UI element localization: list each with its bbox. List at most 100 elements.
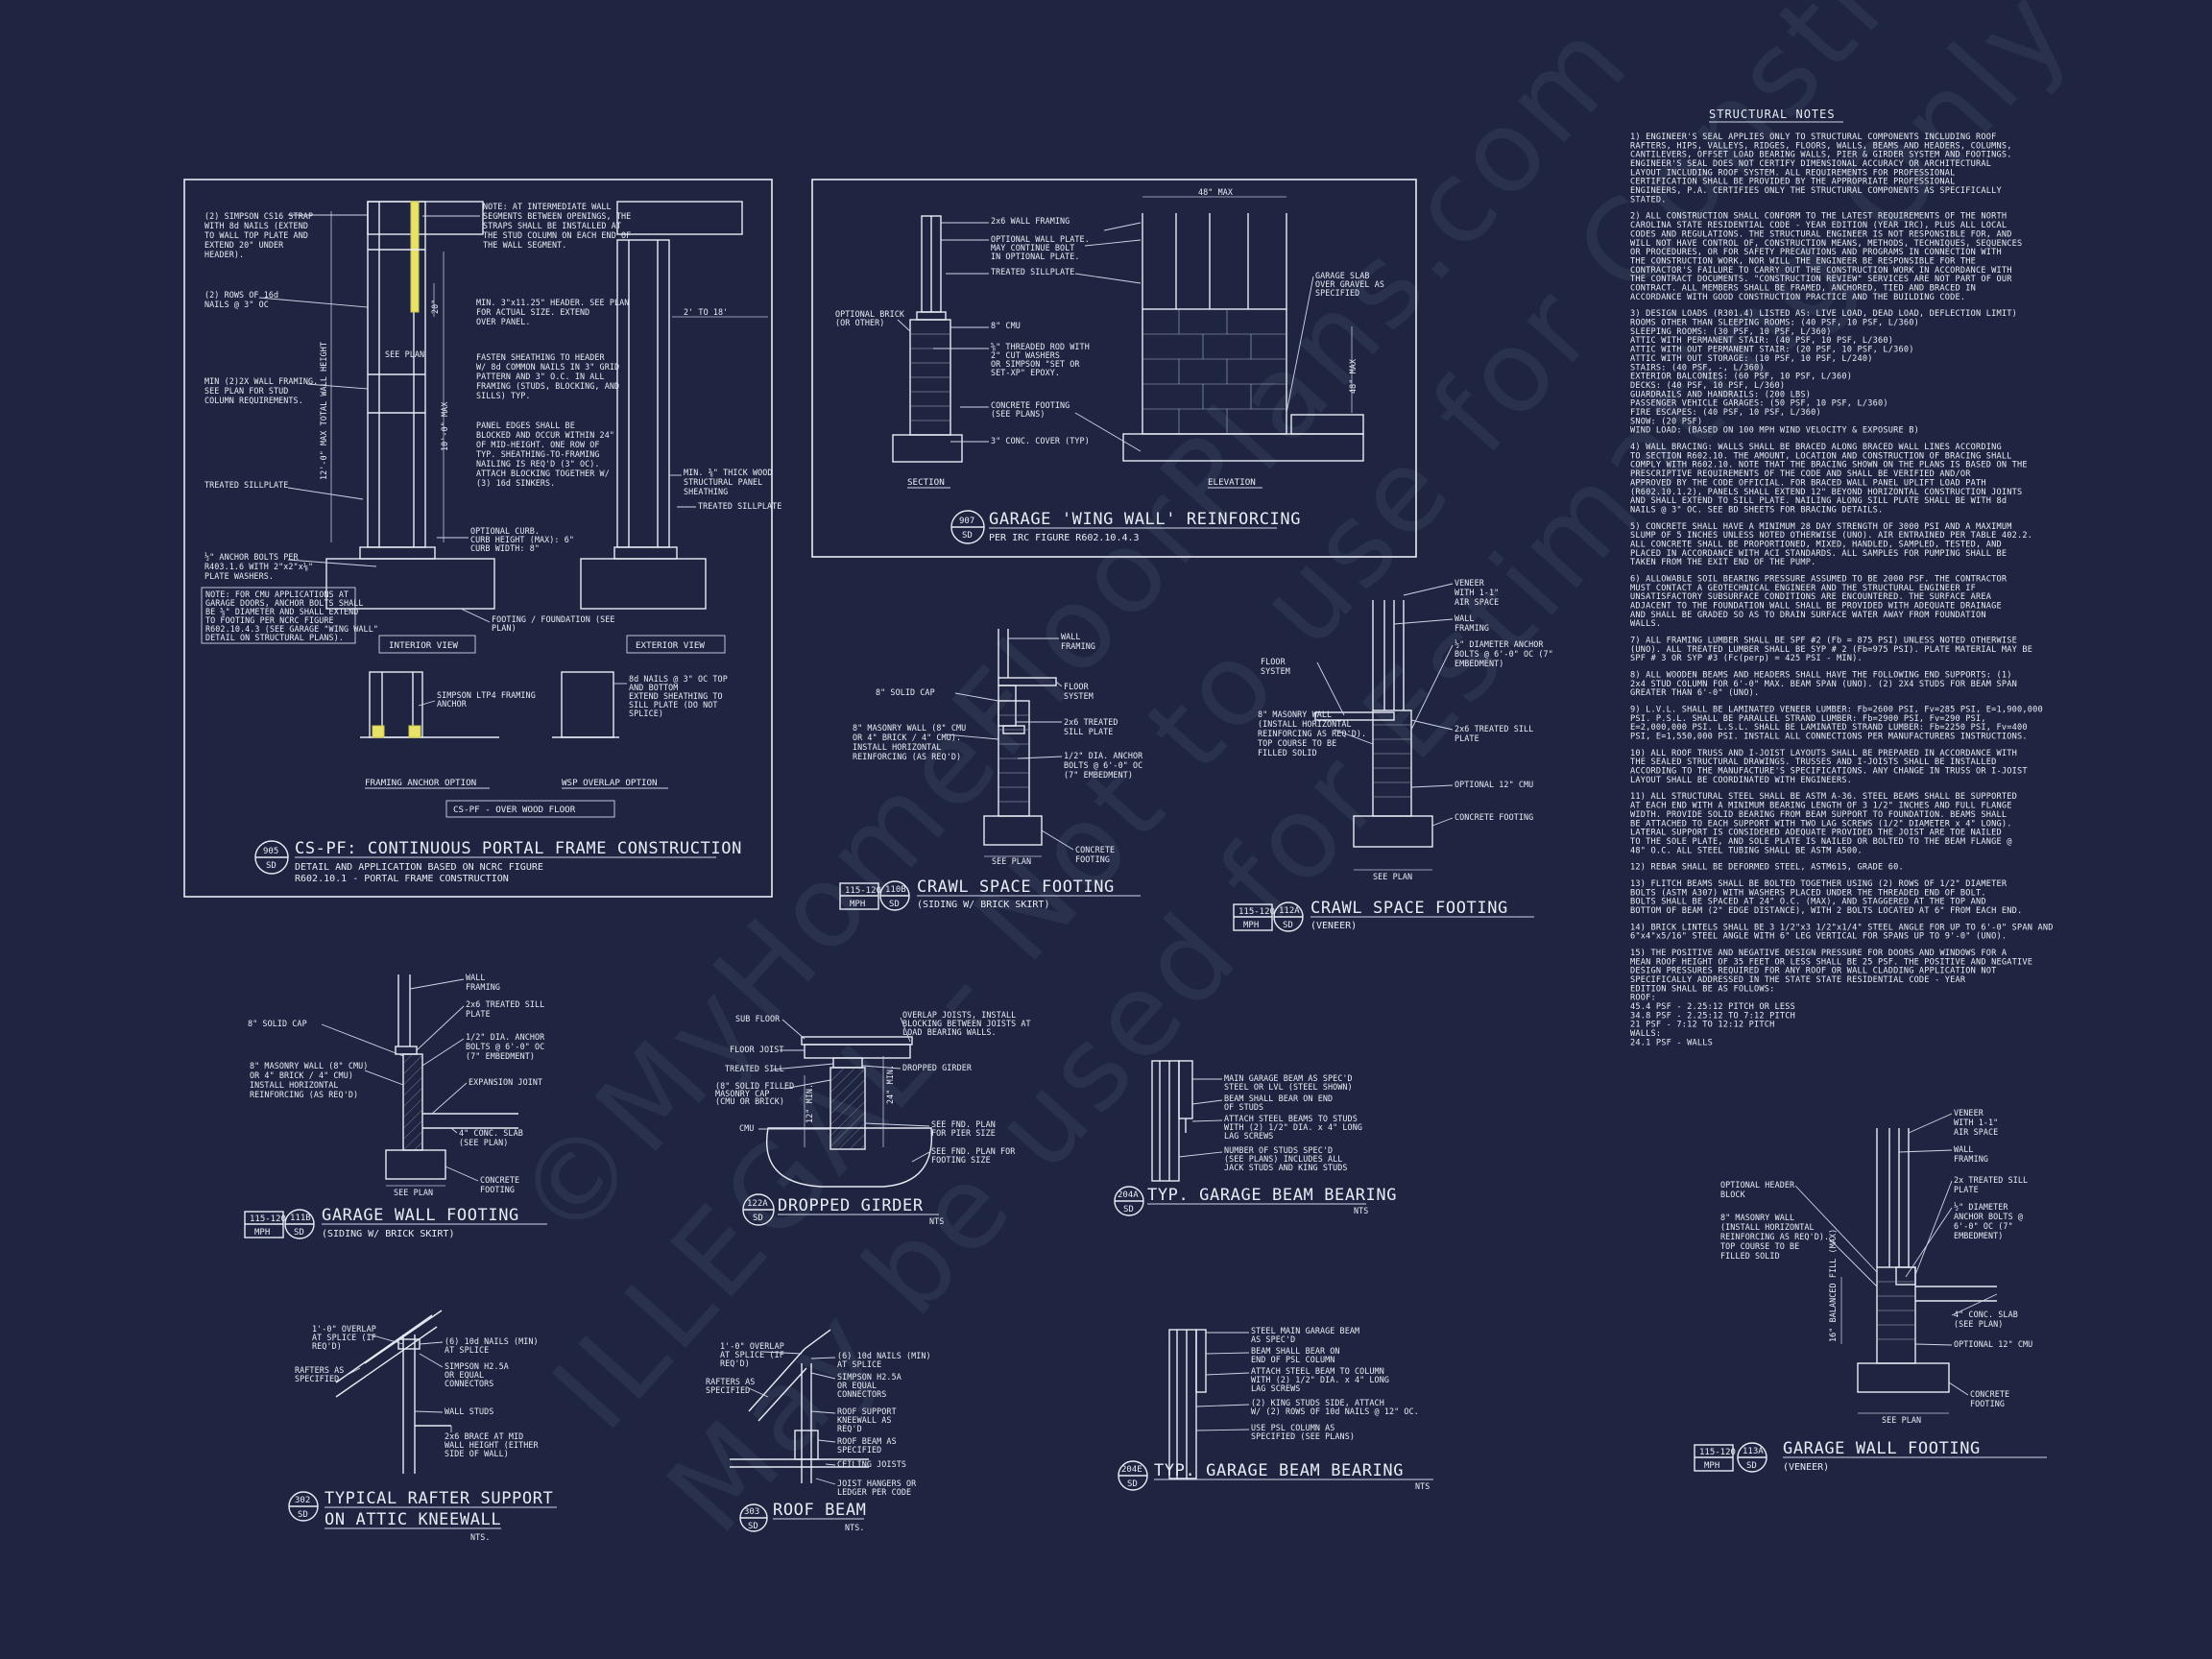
crawl-brick-tag-num: 110B (885, 885, 906, 895)
pf-note-line-4: R602.10.4.3 (SEE GARAGE "WING WALL" (205, 624, 378, 634)
note-2-line-8: THE CONTRACT DOCUMENTS. "CONSTRUCTION RE… (1630, 275, 2012, 284)
portal-frame-border (183, 179, 773, 898)
note-8-line-1: 8) ALL WOODEN BEAMS AND HEADERS SHALL HA… (1630, 671, 2012, 681)
roof-beam-tag-num: 303 (744, 1507, 759, 1517)
ba-label-6: LAG SCREWS (1224, 1131, 1273, 1141)
pf-right-label-15: SILL PLATE (DO NOT (629, 700, 718, 709)
pf-mid-label-11: FRAMING (STUDS, BLOCKING, AND (476, 381, 619, 391)
note-10-line-1: 10) ALL ROOF TRUSS AND I-JOIST LAYOUTS S… (1630, 749, 2017, 758)
gb-label-9: OR 4" BRICK / 4" CMU) (250, 1070, 353, 1080)
ba-label-7: NUMBER OF STUDS SPEC'D (1224, 1145, 1333, 1155)
note-3-line-3: SLEEPING ROOMS: (30 PSF, 10 PSF, L/360) (1630, 327, 1832, 337)
gv-label-13: 8" MASONRY WALL (1720, 1213, 1794, 1222)
crawl-veneer-subtitle: (VENEER) (1310, 921, 1357, 931)
gv-label-19: (SEE PLAN) (1954, 1319, 2003, 1329)
note-10-line-2: THE SEALED STRUCTURAL DRAWINGS. TRUSSES … (1630, 757, 1997, 767)
crawl-veneer-tag-num: 112A (1279, 906, 1300, 916)
gv-label-17: FILLED SOLID (1720, 1251, 1780, 1261)
pf-mid-label-17: NAILING IS REQ'D (3" OC). (476, 459, 600, 469)
simpson-strap (410, 201, 420, 313)
ba-label-8: (SEE PLANS) INCLUDES ALL (1224, 1154, 1342, 1164)
note-11-line-7: 48" O.C. ALL STEEL TUBING SHALL BE ASTM … (1630, 846, 1863, 855)
rs-label-11: 2x6 BRACE AT MID (445, 1431, 523, 1441)
rb-label-3: RAFTERS AS (706, 1377, 755, 1386)
crawl-brick-see-plan: SEE PLAN (992, 856, 1031, 866)
note-15-line-6: ROOF: (1630, 994, 1656, 1003)
gb-label-3: PLATE (466, 1009, 491, 1019)
crawl-veneer-mph: 115-120 (1238, 907, 1275, 917)
pf-mid-label-6: FOR ACTUAL SIZE. EXTEND (476, 307, 589, 317)
rafter-tag-sheet: SD (298, 1510, 308, 1520)
note-1-line-6: CERTIFICATION SHALL BE PROVIDED BY THE A… (1630, 178, 1956, 187)
note-7-line-1: 7) ALL FRAMING LUMBER SHALL BE SPF #2 (F… (1630, 637, 2017, 646)
pf-mid-label-9: W/ 8d COMMON NAILS IN 3" GRID (476, 362, 619, 372)
note-15-line-7: 45.4 PSF - 2.25:12 PITCH OR LESS (1630, 1002, 1795, 1012)
exterior-footing (580, 558, 707, 610)
note-9-line-1: 9) L.V.L. SHALL BE LAMINATED VENEER LUMB… (1630, 706, 2043, 715)
gv-label-20: OPTIONAL 12" CMU (1954, 1339, 2032, 1349)
ba-label-5: WITH (2) 1/2" DIA. x 4" LONG (1224, 1122, 1362, 1132)
crawl-veneer-see-plan: SEE PLAN (1373, 872, 1412, 881)
rb-label-4: SPECIFIED (706, 1385, 750, 1395)
over-wood-floor-label: CS-PF - OVER WOOD FLOOR (453, 805, 576, 815)
gb-label-16: FOOTING (480, 1185, 515, 1194)
rs-label-3: RAFTERS AS (295, 1365, 344, 1375)
rb-label-14: SPECIFIED (837, 1445, 881, 1455)
pf-note-line-5: DETAIL ON STRUCTURAL PLANS). (205, 633, 344, 642)
pf-mid-label-12: SILLS) TYP. (476, 391, 531, 400)
ww-label-5: OPTIONAL BRICK (835, 309, 905, 319)
note-2-line-3: CODES AND REGULATIONS. THE STRUCTURAL EN… (1630, 229, 2012, 239)
be-label-3: END OF PSL COLUMN (1251, 1355, 1334, 1364)
garage-brick-tag-sheet: SD (294, 1228, 304, 1238)
dropped-girder-tag-sheet: SD (753, 1214, 763, 1223)
pf-left-label-6: NAILS @ 3" OC (204, 300, 269, 309)
cb-label-9: 2x6 TREATED (1064, 717, 1118, 727)
note-5-line-3: ALL CONCRETE SHALL BE PROPORTIONED, MIXE… (1630, 541, 2002, 550)
pf-left-label-2: TO WALL TOP PLATE AND (204, 230, 308, 240)
gb-label-14: (SEE PLAN) (459, 1138, 508, 1147)
note-15-line-9: 21 PSF - 7:12 TO 12:12 PITCH (1630, 1021, 1774, 1030)
cb-label-13: (7" EMBEDMENT) (1064, 770, 1133, 780)
rafter-tag-num: 302 (295, 1496, 310, 1505)
rb-label-7: SIMPSON H2.5A (837, 1372, 902, 1382)
pf-left-label-8: SEE PLAN FOR STUD (204, 386, 288, 396)
wing-tag-num: 907 (959, 517, 974, 526)
detail-portal-frame: INTERIOR VIEW EXTERIOR VIEW FRAMING ANCH… (183, 179, 781, 898)
cv-label-16: PLATE (1455, 733, 1479, 743)
rs-label-1: AT SPLICE (IF (312, 1333, 376, 1342)
wing-dim-v: 48" MAX (1348, 359, 1358, 394)
note-8-line-3: GREATER THAN 6'-0" (UNO). (1630, 688, 1759, 698)
note-1-line-7: ENGINEERS, P.A. CERTIFIES ONLY THE STRUC… (1630, 186, 2003, 196)
dropped-girder-tag-num: 122A (747, 1199, 768, 1209)
detail-garage-wall-veneer: SEE PLAN 16" BALANCED FILL (MAX) VENEERW… (1694, 1108, 2047, 1473)
pf-right-label-4: TREATED SILLPLATE (698, 501, 781, 511)
rs-label-0: 1'-0" OVERLAP (312, 1324, 376, 1334)
rs-label-13: SIDE OF WALL) (445, 1449, 509, 1458)
note-2-line-1: 2) ALL CONSTRUCTION SHALL CONFORM TO THE… (1630, 212, 2007, 222)
be-label-6: LAG SCREWS (1251, 1383, 1300, 1393)
note-4-line-4: PRESCRIPTIVE REQUIREMENTS OF THE CODE AN… (1630, 469, 1971, 479)
be-label-9: USE PSL COLUMN AS (1251, 1423, 1334, 1432)
note-15-line-4: SPECIFICALLY ADDRESSED IN THE STATE STAT… (1630, 975, 1966, 985)
cv-label-3: WALL (1455, 613, 1475, 623)
garage-veneer-subtitle: (VENEER) (1783, 1462, 1829, 1473)
note-6-line-1: 6) ALLOWABLE SOIL BEARING PRESSURE ASSUM… (1630, 575, 2008, 585)
roof-beam-tag-sheet: SD (748, 1522, 758, 1531)
gb-label-11: REINFORCING (AS REQ'D) (250, 1090, 358, 1099)
cv-label-18: CONCRETE FOOTING (1455, 812, 1533, 822)
gv-label-21: CONCRETE (1970, 1389, 2009, 1399)
note-3-line-8: EXTERIOR BALCONIES: (60 PSF, 10 PSF, L/3… (1630, 373, 1852, 382)
note-3-line-9: DECKS: (40 PSF, 10 PSF, L/360) (1630, 381, 1785, 391)
garage-brick-mph: 115-120 (250, 1214, 286, 1224)
note-9-line-3: E=2,000,000 PSI. L.S.L. SHALL BE LAMINAT… (1630, 723, 2028, 733)
note-4-line-7: AND SHALL EXTEND TO SILL PLATE. NAILING … (1630, 496, 2007, 506)
rs-label-8: OR EQUAL (445, 1370, 484, 1380)
crawl-brick-mph-unit: MPH (850, 900, 865, 909)
dg-label-7: OVERLAP JOISTS, INSTALL (902, 1010, 1016, 1020)
pf-mid-label-14: BLOCKED AND OCCUR WITHIN 24" (476, 430, 614, 440)
pf-left-label-1: WITH 8d NAILS (EXTEND (204, 221, 308, 230)
